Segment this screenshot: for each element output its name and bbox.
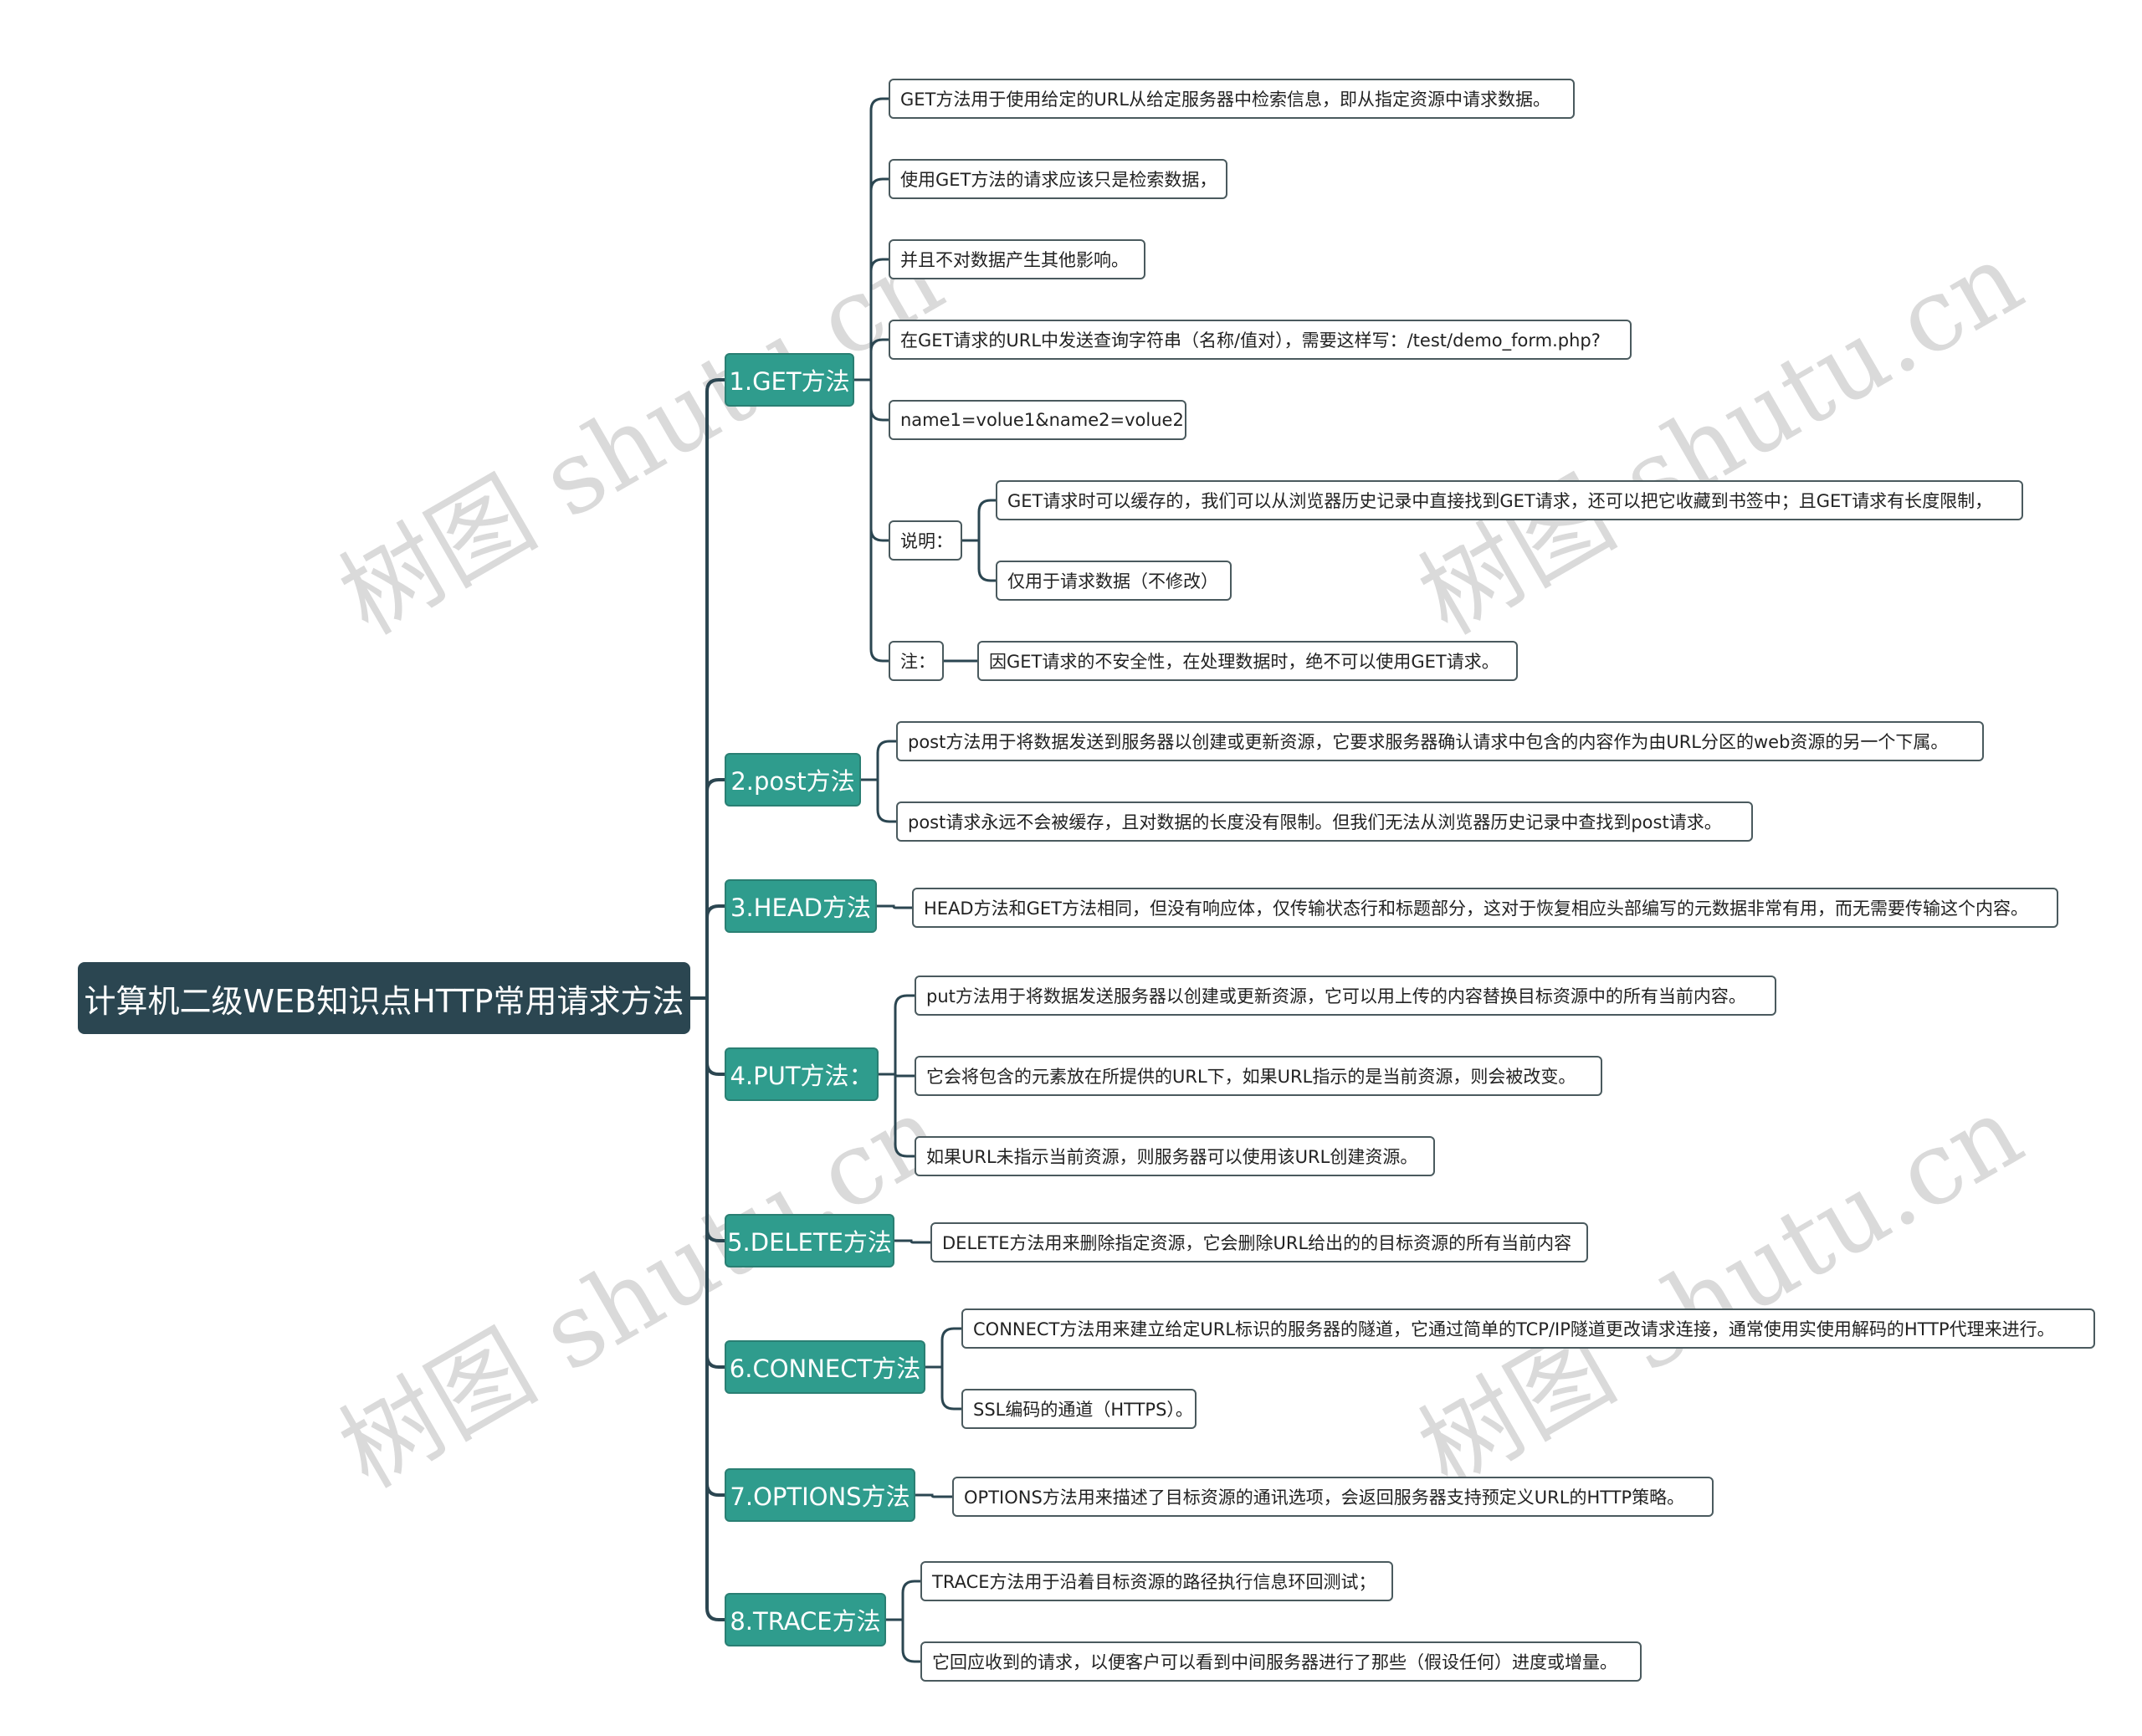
- leaf-node[interactable]: 它回应收到的请求，以便客户可以看到中间服务器进行了那些（假设任何）进度或增量。: [920, 1641, 1642, 1682]
- connector-line: [875, 904, 914, 909]
- connector-line: [924, 1365, 963, 1411]
- connector-line: [961, 499, 997, 542]
- connector-line: [853, 258, 890, 382]
- root-topic: 计算机二级WEB知识点HTTP常用请求方法: [78, 962, 690, 1034]
- branch-node[interactable]: 2.post方法: [725, 753, 861, 807]
- leaf-node[interactable]: post请求永远不会被缓存，且对数据的长度没有限制。但我们无法从浏览器历史记录中…: [896, 801, 1753, 842]
- leaf-node[interactable]: SSL编码的通道（HTTPS）。: [961, 1389, 1197, 1429]
- leaf-node[interactable]: 如果URL未指示当前资源，则服务器可以使用该URL创建资源。: [915, 1136, 1435, 1176]
- leaf-node[interactable]: HEAD方法和GET方法相同，但没有响应体，仅传输状态行和标题部分，这对于恢复相…: [912, 888, 2058, 928]
- connector-line: [924, 1327, 963, 1369]
- connector-line: [884, 1580, 922, 1621]
- branch-node[interactable]: 8.TRACE方法: [725, 1593, 886, 1646]
- leaf-node[interactable]: post方法用于将数据发送到服务器以创建或更新资源，它要求服务器确认请求中包含的…: [896, 721, 1984, 761]
- leaf-node[interactable]: 说明：: [889, 520, 962, 561]
- branch-node[interactable]: 1.GET方法: [725, 353, 854, 407]
- branch-node[interactable]: 5.DELETE方法: [725, 1214, 894, 1267]
- connector-line: [853, 177, 890, 382]
- leaf-node[interactable]: 在GET请求的URL中发送查询字符串（名称/值对），需要这样写：/test/de…: [889, 320, 1632, 360]
- leaf-node[interactable]: 它会将包含的元素放在所提供的URL下，如果URL指示的是当前资源，则会被改变。: [915, 1056, 1602, 1096]
- connector-line: [689, 996, 726, 1621]
- leaf-node[interactable]: 仅用于请求数据（不修改）: [996, 561, 1232, 601]
- connector-line: [859, 740, 898, 781]
- leaf-node[interactable]: put方法用于将数据发送服务器以创建或更新资源，它可以用上传的内容替换目标资源中…: [915, 976, 1776, 1016]
- leaf-node[interactable]: CONNECT方法用来建立给定URL标识的服务器的隧道，它通过简单的TCP/IP…: [961, 1308, 2095, 1349]
- connector-line: [914, 1493, 954, 1498]
- connector-line: [689, 378, 726, 1000]
- connector-line: [689, 778, 726, 1000]
- leaf-node[interactable]: GET请求时可以缓存的，我们可以从浏览器历史记录中直接找到GET请求，还可以把它…: [996, 480, 2023, 520]
- branch-node[interactable]: 3.HEAD方法: [725, 879, 877, 933]
- branch-node[interactable]: 4.PUT方法：: [725, 1047, 879, 1101]
- leaf-node[interactable]: 注：: [889, 641, 944, 681]
- leaf-node[interactable]: 因GET请求的不安全性，在处理数据时，绝不可以使用GET请求。: [977, 641, 1518, 681]
- connector-line: [893, 1239, 932, 1244]
- connector-line: [884, 1618, 922, 1663]
- connector-line: [689, 904, 726, 1000]
- connector-line: [853, 338, 890, 382]
- branch-node[interactable]: 7.OPTIONS方法: [725, 1468, 915, 1522]
- leaf-node[interactable]: 并且不对数据产生其他影响。: [889, 239, 1145, 279]
- branch-node[interactable]: 6.CONNECT方法: [725, 1340, 925, 1394]
- connector-line: [877, 994, 916, 1076]
- connector-line: [853, 97, 890, 382]
- connector-line: [961, 539, 997, 582]
- connector-line: [853, 378, 890, 663]
- leaf-node[interactable]: TRACE方法用于沿着目标资源的路径执行信息环回测试；: [920, 1561, 1393, 1601]
- connector-line: [877, 1073, 916, 1158]
- leaf-node[interactable]: name1=volue1&name2=volue2: [889, 400, 1186, 440]
- leaf-node[interactable]: 使用GET方法的请求应该只是检索数据，: [889, 159, 1227, 199]
- leaf-node[interactable]: DELETE方法用来删除指定资源，它会删除URL给出的的目标资源的所有当前内容: [930, 1222, 1588, 1262]
- leaf-node[interactable]: OPTIONS方法用来描述了目标资源的通讯选项，会返回服务器支持预定义URL的H…: [952, 1477, 1714, 1517]
- leaf-node[interactable]: GET方法用于使用给定的URL从给定服务器中检索信息，即从指定资源中请求数据。: [889, 79, 1575, 119]
- connector-line: [859, 778, 898, 823]
